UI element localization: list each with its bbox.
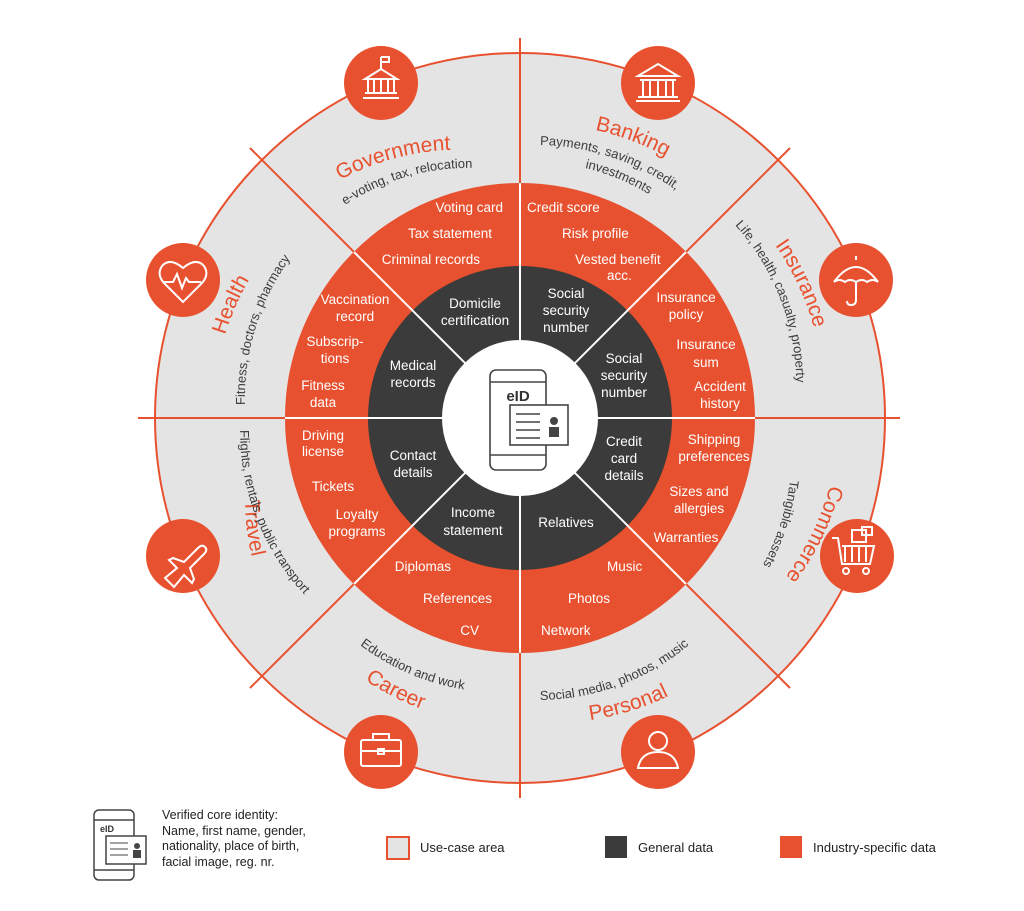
heart-pulse-icon	[146, 243, 220, 317]
industry-item: Tax statement	[408, 226, 492, 241]
industry-item: Criminal records	[382, 252, 481, 267]
industry-item: Risk profile	[562, 226, 629, 241]
industry-item: preferences	[678, 449, 750, 464]
industry-item: history	[700, 396, 740, 411]
industry-item: programs	[328, 524, 385, 539]
industry-item: CV	[460, 623, 479, 638]
industry-item: Network	[541, 623, 591, 638]
eid-phone-icon	[489, 369, 569, 471]
legend-core-identity: Verified core identity: Name, first name…	[162, 808, 362, 870]
industry-banking: Credit score Risk profile Vested benefit…	[527, 200, 661, 283]
industry-insurance: Insurance policy Insurance sum Accident …	[656, 290, 746, 411]
industry-item: Music	[607, 559, 643, 574]
person-icon	[621, 715, 695, 789]
industry-item: Warranties	[654, 530, 719, 545]
industry-item: Diplomas	[395, 559, 452, 574]
industry-item: Insurance	[656, 290, 715, 305]
legend-swatch-industry	[780, 836, 802, 858]
industry-item: record	[336, 309, 374, 324]
legend-core-line: Name, first name, gender,	[162, 823, 306, 838]
legend-swatch-use-case	[386, 836, 410, 860]
legend-core-line: facial image, reg. nr.	[162, 854, 275, 869]
legend-label-use-case: Use-case area	[420, 840, 505, 855]
center-label: eID	[506, 388, 530, 405]
briefcase-icon	[344, 715, 418, 789]
industry-item: sum	[693, 355, 719, 370]
industry-item: Sizes and	[669, 484, 728, 499]
industry-item: policy	[669, 307, 704, 322]
legend-core-line: nationality, place of birth,	[162, 839, 300, 853]
industry-item: license	[302, 444, 344, 459]
eid-ecosystem-diagram: eID	[138, 38, 900, 798]
industry-item: Vested benefit	[575, 252, 661, 267]
industry-health: Vaccination record Subscrip- tions Fitne…	[301, 292, 389, 410]
industry-item: Shipping	[688, 432, 741, 447]
legend-swatch-general	[605, 836, 627, 858]
eid-face-icon	[550, 417, 558, 425]
shopping-cart-icon	[820, 519, 894, 593]
industry-government: Voting card Tax statement Criminal recor…	[382, 200, 503, 267]
industry-item: Photos	[568, 591, 610, 606]
general-relatives: Relatives	[538, 515, 594, 530]
legend-eid-phone-icon: eID	[93, 809, 147, 881]
industry-travel: Driving license Tickets Loyalty programs	[302, 428, 386, 539]
industry-item: References	[423, 591, 492, 606]
industry-commerce: Shipping preferences Sizes and allergies…	[654, 432, 750, 545]
bank-icon	[621, 46, 695, 120]
industry-item: Insurance	[676, 337, 735, 352]
svg-text:eID: eID	[100, 824, 115, 834]
industry-item: Accident	[694, 379, 746, 394]
industry-item: allergies	[674, 501, 725, 516]
airplane-icon	[146, 519, 220, 593]
eid-face-body-icon	[549, 427, 559, 437]
industry-item: Loyalty	[336, 507, 379, 522]
industry-item: Driving	[302, 428, 344, 443]
industry-career: Diplomas References CV	[395, 559, 493, 638]
umbrella-icon	[819, 243, 893, 317]
industry-item: Fitness	[301, 378, 345, 393]
industry-item: Voting card	[435, 200, 503, 215]
industry-item: acc.	[607, 268, 632, 283]
legend-label-industry: Industry-specific data	[813, 840, 936, 855]
industry-item: Credit score	[527, 200, 600, 215]
industry-item: Subscrip-	[306, 334, 363, 349]
legend-label-general: General data	[638, 840, 714, 855]
industry-item: Vaccination	[321, 292, 390, 307]
government-building-icon	[344, 46, 418, 120]
industry-personal: Music Photos Network	[541, 559, 643, 638]
industry-item: tions	[321, 351, 350, 366]
legend-core-line: Verified core identity:	[162, 808, 279, 822]
industry-item: Tickets	[312, 479, 355, 494]
industry-item: data	[310, 395, 337, 410]
